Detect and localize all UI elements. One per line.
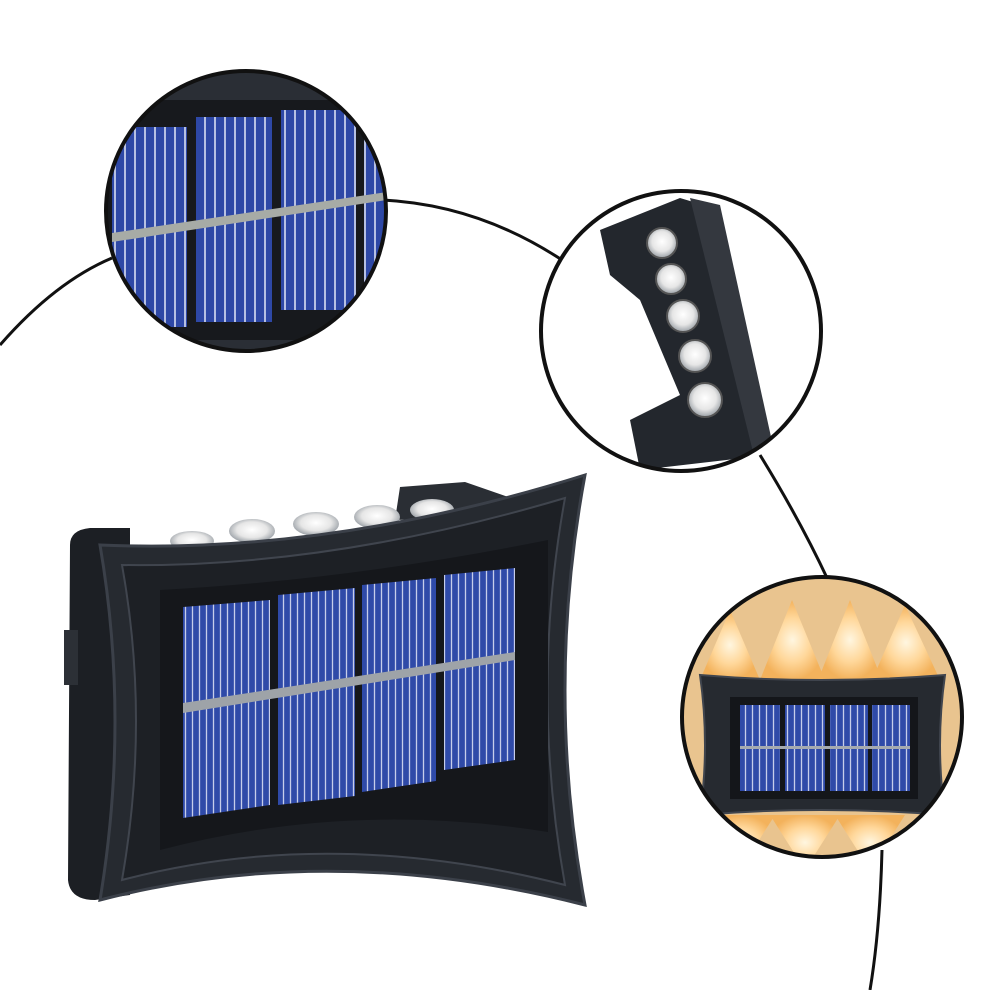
connector-lines [0, 198, 884, 990]
lit-lamp-closeup [680, 575, 964, 859]
bus-bar [740, 746, 910, 749]
led-bulb [646, 227, 678, 259]
led-bulb [229, 519, 275, 543]
closeup-lens-border [680, 575, 964, 859]
led-bulb [687, 382, 723, 418]
light-glow-bottom [705, 815, 905, 857]
led-bulb [655, 263, 687, 295]
solar-cell [278, 588, 355, 805]
led-bulb [678, 339, 712, 373]
solar-cell [362, 578, 436, 792]
connector-line-middle [758, 454, 830, 581]
light-glow-top [700, 600, 940, 680]
led-strip-closeup [539, 189, 823, 473]
connector-line-bottom [868, 849, 884, 990]
bus-bar [112, 190, 386, 242]
solar-panel-closeup [104, 69, 388, 353]
solar-panel-main [183, 568, 515, 818]
closeup-lens-border [104, 69, 388, 353]
solar-wall-light-main [64, 472, 587, 908]
solar-cell [183, 600, 270, 818]
led-bulb [293, 512, 339, 536]
connector-line-left [0, 256, 113, 346]
connector-line-top [382, 198, 566, 264]
solar-cell [444, 568, 515, 770]
closeup-lens-border [539, 189, 823, 473]
bus-bar [183, 652, 515, 713]
led-bulb [666, 299, 700, 333]
